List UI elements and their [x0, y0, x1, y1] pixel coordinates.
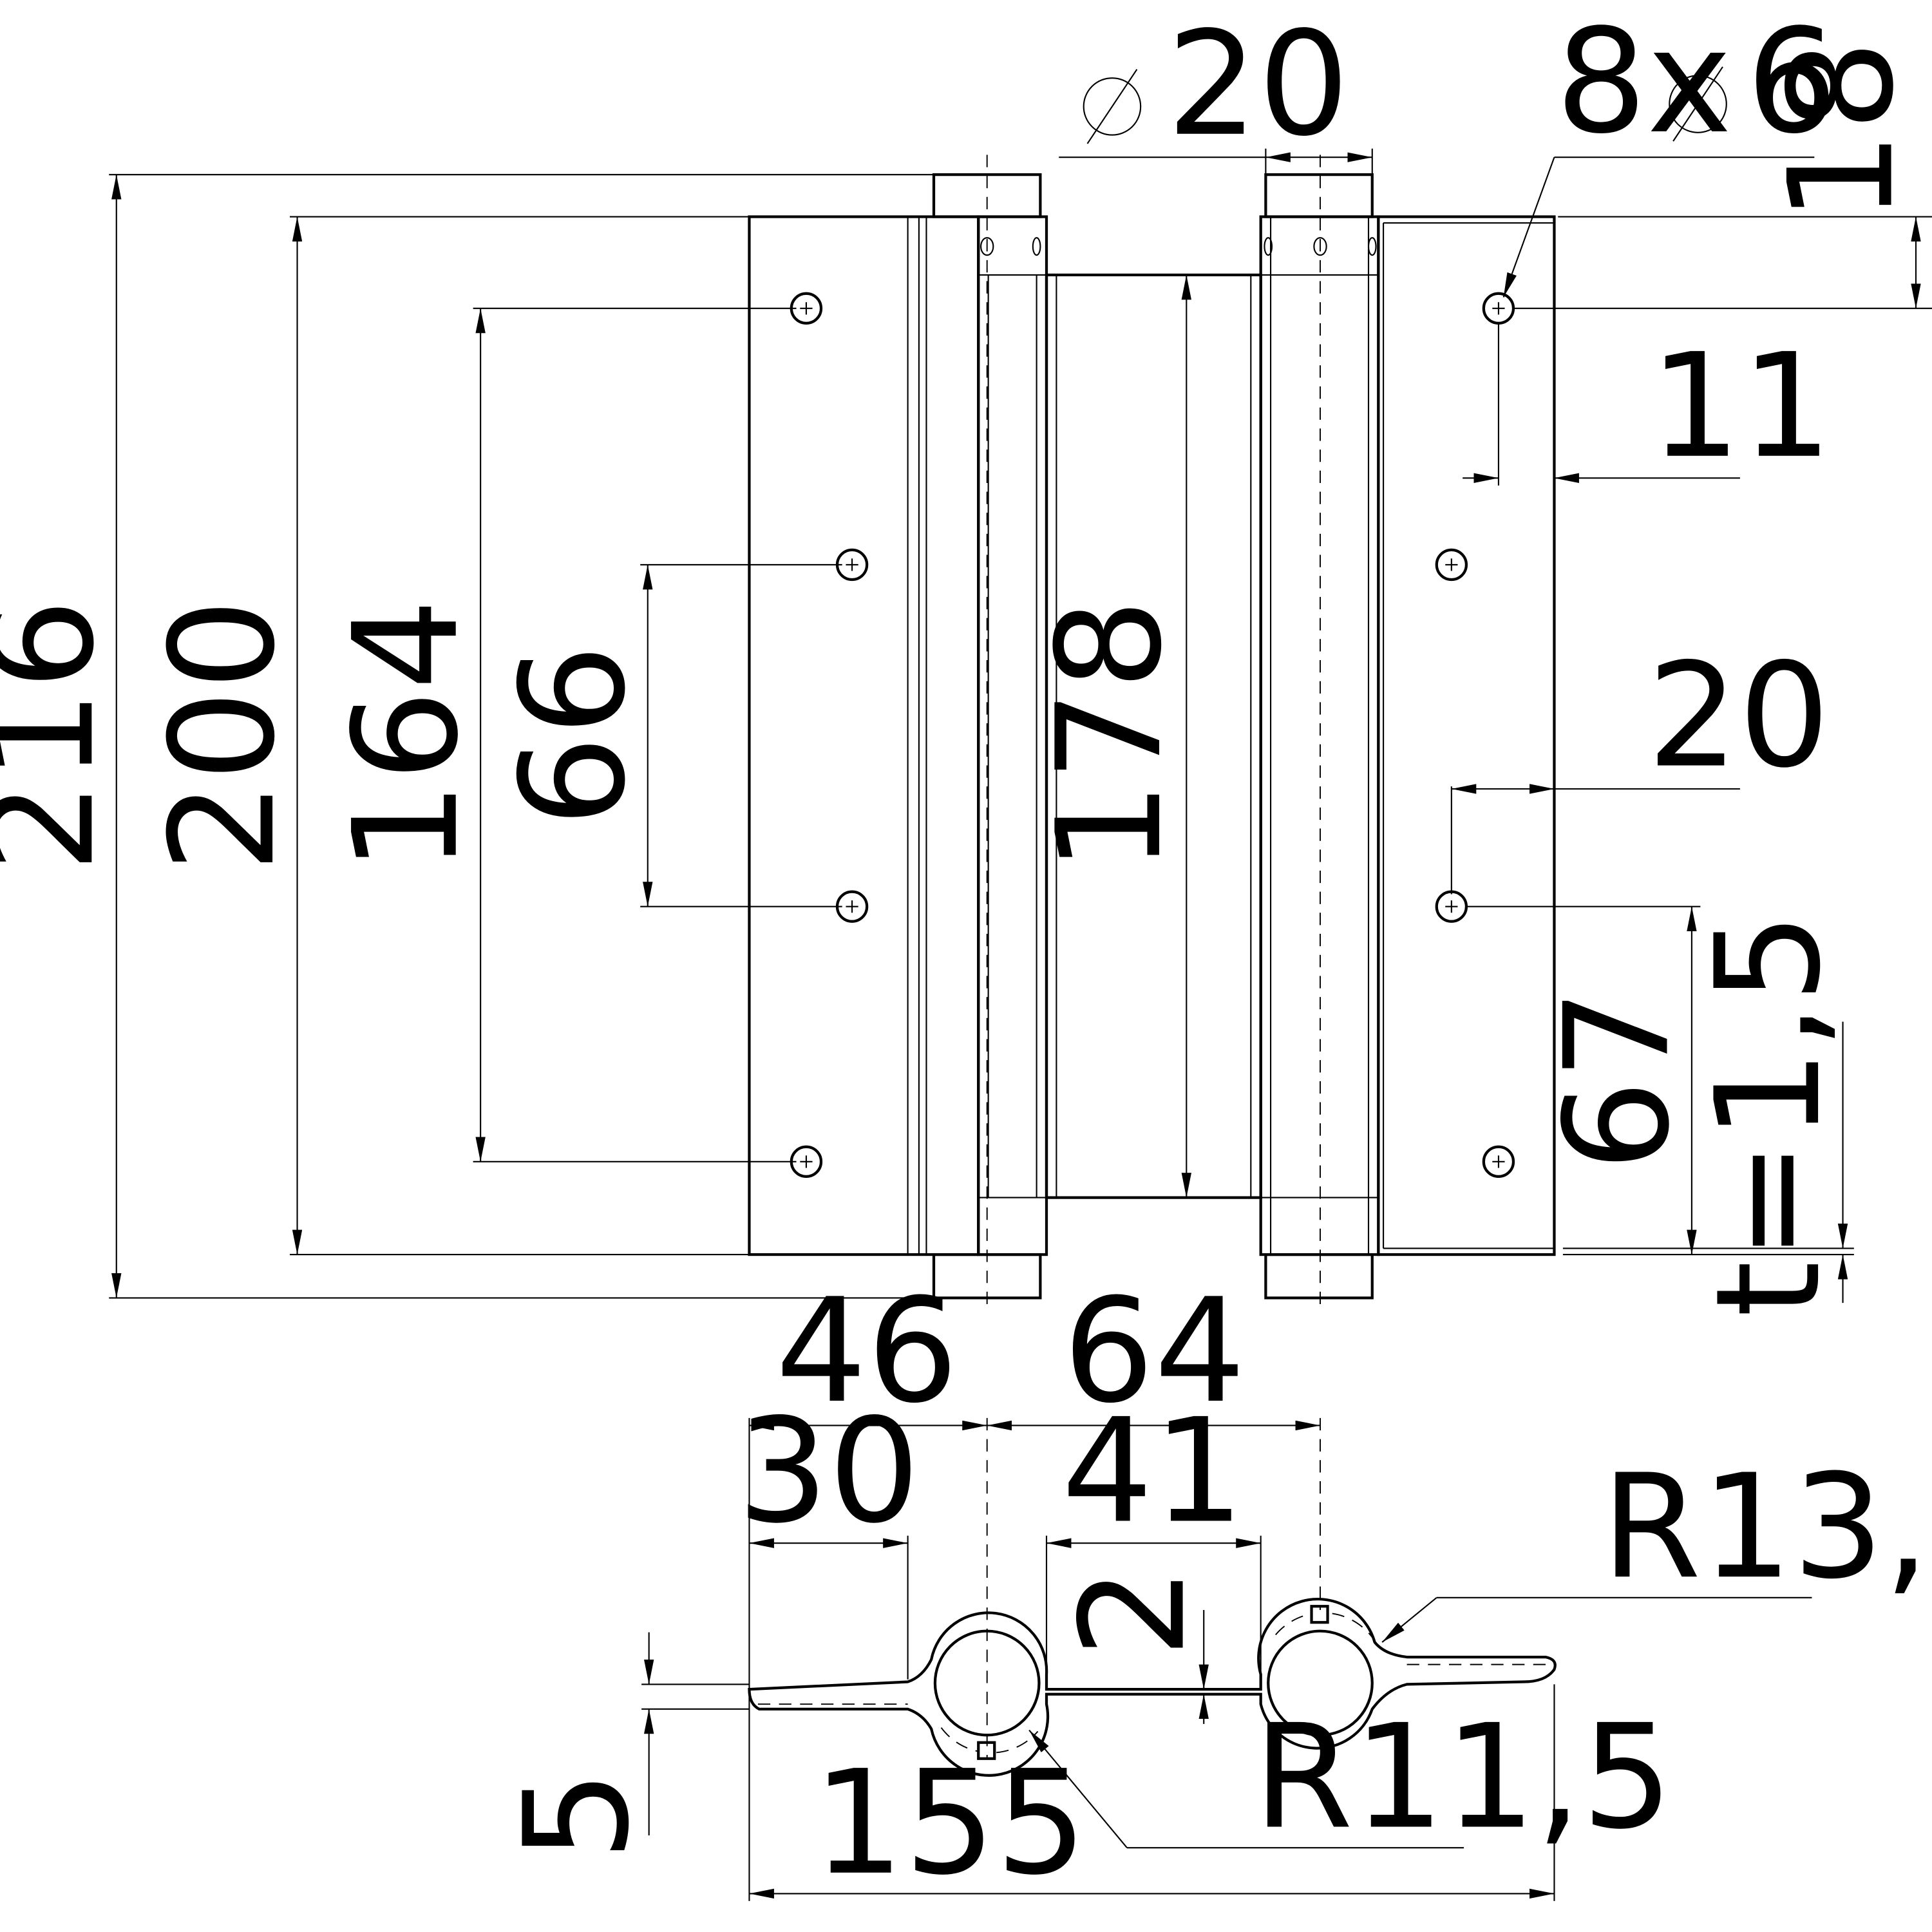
dim-r11-5: R11,5 [1253, 1694, 1673, 1861]
front-dimension-lines [109, 148, 1932, 1303]
screw-hole-center-mark [800, 1155, 813, 1168]
dim-2: 2 [1050, 1567, 1217, 1658]
dim-200: 200 [139, 598, 307, 873]
screw-hole [1435, 548, 1468, 582]
dim-46: 46 [775, 1267, 958, 1435]
dim-hole-diameter: 6 [1747, 0, 1838, 166]
front-dimension-labels: 216 200 164 66 178 20 8x 6 18 11 20 67 t… [0, 0, 1926, 1317]
right-pin-bore [1267, 1629, 1374, 1737]
right-barrel-rivet-1 [1264, 237, 1273, 256]
right-barrel-rivet-3 [1367, 237, 1377, 256]
dim-18: 18 [1758, 40, 1926, 223]
dim-67: 67 [1533, 989, 1701, 1171]
dim-178: 178 [1026, 598, 1193, 873]
dim-155: 155 [813, 1739, 1087, 1907]
dim-164: 164 [323, 598, 490, 873]
top-view: 46 64 30 41 2 5 R13,5 R11,5 155 [493, 1267, 1932, 1907]
dim-hole-count: 8x [1555, 0, 1732, 166]
dim-11: 11 [1650, 323, 1833, 490]
screw-hole-center-mark [1492, 302, 1505, 315]
front-view: 216 200 164 66 178 20 8x 6 18 11 20 67 t… [0, 0, 1932, 1317]
right-barrel [1259, 215, 1380, 1256]
dim-66: 66 [489, 644, 657, 827]
screw-hole-center-mark [846, 558, 858, 571]
screw-hole-center-mark [1445, 558, 1458, 571]
screw-hole-center-mark [1445, 900, 1458, 913]
diameter-symbol [1669, 66, 1727, 142]
dim-pin-diameter: 20 [1167, 1, 1350, 168]
screw-hole-center-mark [1492, 1155, 1505, 1168]
dim-216: 216 [0, 598, 126, 873]
left-leaf [748, 215, 980, 1256]
dim-64: 64 [1063, 1267, 1245, 1435]
right-barrel-rivet-2 [1313, 237, 1327, 256]
dim-30: 30 [737, 1388, 920, 1555]
dim-20-edge: 20 [1647, 632, 1830, 799]
right-pin-top-cap [1264, 173, 1374, 218]
left-leaf-profile [748, 1597, 1557, 1777]
screw-hole-center-mark [800, 302, 813, 315]
dim-41: 41 [1061, 1388, 1244, 1555]
right-pin-bottom-cap [1264, 1253, 1374, 1300]
left-barrel-rivet-2 [1032, 237, 1041, 256]
screw-hole-center-mark [846, 900, 858, 913]
dim-5: 5 [493, 1770, 661, 1861]
dim-r13-5: R13,5 [1602, 1443, 1932, 1611]
screw-hole [1482, 1145, 1515, 1179]
right-pin-tab [1310, 1605, 1329, 1624]
left-barrel-rivet-1 [980, 237, 994, 256]
right-leaf [1377, 215, 1556, 1256]
top-dimension-lines [641, 1417, 1812, 1901]
dim-thickness: t=1,5 [1685, 912, 1852, 1317]
diameter-symbol [1083, 69, 1142, 144]
top-dimension-labels: 46 64 30 41 2 5 R13,5 R11,5 155 [493, 1267, 1932, 1907]
